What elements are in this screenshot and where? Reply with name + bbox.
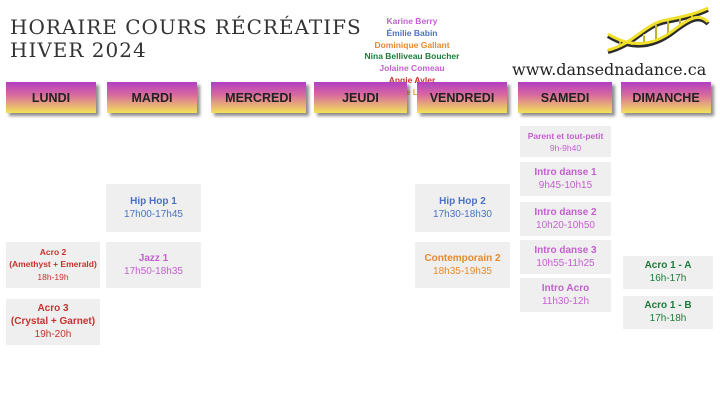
- class-time: 17h50-18h35: [124, 265, 183, 277]
- teacher-name: Angie Ayler: [388, 74, 436, 85]
- class-card-intro-danse-3[interactable]: Intro danse 3 10h55-11h25: [520, 240, 611, 274]
- class-name: Acro 1 - B: [644, 300, 692, 311]
- class-time: 17h-18h: [649, 313, 687, 324]
- class-card-acro-1-b[interactable]: Acro 1 - B 17h-18h: [623, 296, 713, 329]
- class-time: 16h-17h: [649, 273, 687, 284]
- day-header-lundi: LUNDI: [6, 82, 96, 113]
- class-time: 19h-20h: [34, 329, 72, 340]
- class-card-intro-acro[interactable]: Intro Acro 11h30-12h: [520, 278, 611, 312]
- title-line-2: HIVER 2024: [10, 38, 147, 62]
- class-card-parent-tout-petit[interactable]: Parent et tout-petit 9h-9h40: [520, 126, 611, 157]
- class-time: 10h55-11h25: [536, 257, 595, 269]
- class-card-acro-3[interactable]: Acro 3 (Crystal + Garnet) 19h-20h: [6, 299, 100, 345]
- teacher-list: Karine Berry Émilie Babin Dominique Gall…: [357, 16, 467, 99]
- title-line-1: HORAIRE COURS RÉCRÉATIFS: [10, 15, 362, 39]
- class-name: Hip Hop 2: [439, 195, 486, 207]
- class-card-hip-hop-2[interactable]: Hip Hop 2 17h30-18h30: [415, 184, 510, 232]
- class-time: 11h30-12h: [541, 295, 590, 307]
- day-header-samedi: SAMEDI: [518, 82, 612, 113]
- class-name: Acro 2: [39, 247, 67, 257]
- day-header-vendredi: VENDREDI: [417, 82, 507, 113]
- day-header-mardi: MARDI: [107, 82, 197, 113]
- teacher-name: Nina Belliveau Boucher: [364, 51, 460, 62]
- class-card-acro-2[interactable]: Acro 2 (Amethyst + Emerald) 18h-19h: [6, 242, 100, 288]
- class-name: Intro danse 2: [534, 206, 597, 218]
- teacher-name: Karine Berry: [386, 16, 438, 26]
- class-time: 18h35-19h35: [433, 265, 492, 277]
- class-name: Parent et tout-petit: [527, 130, 604, 141]
- class-name: Acro 3: [37, 303, 69, 314]
- website-url[interactable]: www.dansednadance.ca: [512, 60, 707, 79]
- class-name: Intro Acro: [541, 282, 590, 294]
- class-time: 9h-9h40: [549, 142, 582, 153]
- schedule-title: HORAIRE COURS RÉCRÉATIFS HIVER 2024: [10, 16, 362, 62]
- class-time: 17h00-17h45: [124, 208, 183, 220]
- class-name: Jazz 1: [138, 252, 169, 264]
- class-name: Acro 1 - A: [644, 260, 692, 271]
- day-header-jeudi: JEUDI: [314, 82, 407, 113]
- class-card-contemporain-2[interactable]: Contemporain 2 18h35-19h35: [415, 242, 510, 288]
- class-subname: (Crystal + Garnet): [10, 316, 96, 327]
- class-time: 18h-19h: [37, 272, 69, 282]
- class-name: Contemporain 2: [424, 252, 501, 264]
- teacher-name: Dominique Gallant: [374, 39, 450, 50]
- teacher-name: Émilie Babin: [386, 27, 438, 38]
- day-header-mercredi: MERCREDI: [211, 82, 306, 113]
- class-name: Intro danse 1: [534, 166, 597, 178]
- class-card-jazz-1[interactable]: Jazz 1 17h50-18h35: [106, 242, 201, 288]
- class-card-intro-danse-2[interactable]: Intro danse 2 10h20-10h50: [520, 202, 611, 236]
- class-name: Hip Hop 1: [130, 195, 177, 207]
- class-card-acro-1-a[interactable]: Acro 1 - A 16h-17h: [623, 256, 713, 289]
- class-time: 9h45-10h15: [538, 179, 593, 191]
- class-time: 10h20-10h50: [536, 219, 595, 231]
- class-subname: (Amethyst + Emerald): [9, 259, 97, 269]
- class-card-hip-hop-1[interactable]: Hip Hop 1 17h00-17h45: [106, 184, 201, 232]
- class-time: 17h30-18h30: [433, 208, 492, 220]
- class-name: Intro danse 3: [534, 244, 597, 256]
- dna-helix-icon: [606, 6, 710, 54]
- class-card-intro-danse-1[interactable]: Intro danse 1 9h45-10h15: [520, 162, 611, 196]
- teacher-name: Maxyne Leblanc: [379, 86, 445, 97]
- teacher-name: Jolaine Comeau: [379, 63, 445, 74]
- day-header-dimanche: DIMANCHE: [621, 82, 711, 113]
